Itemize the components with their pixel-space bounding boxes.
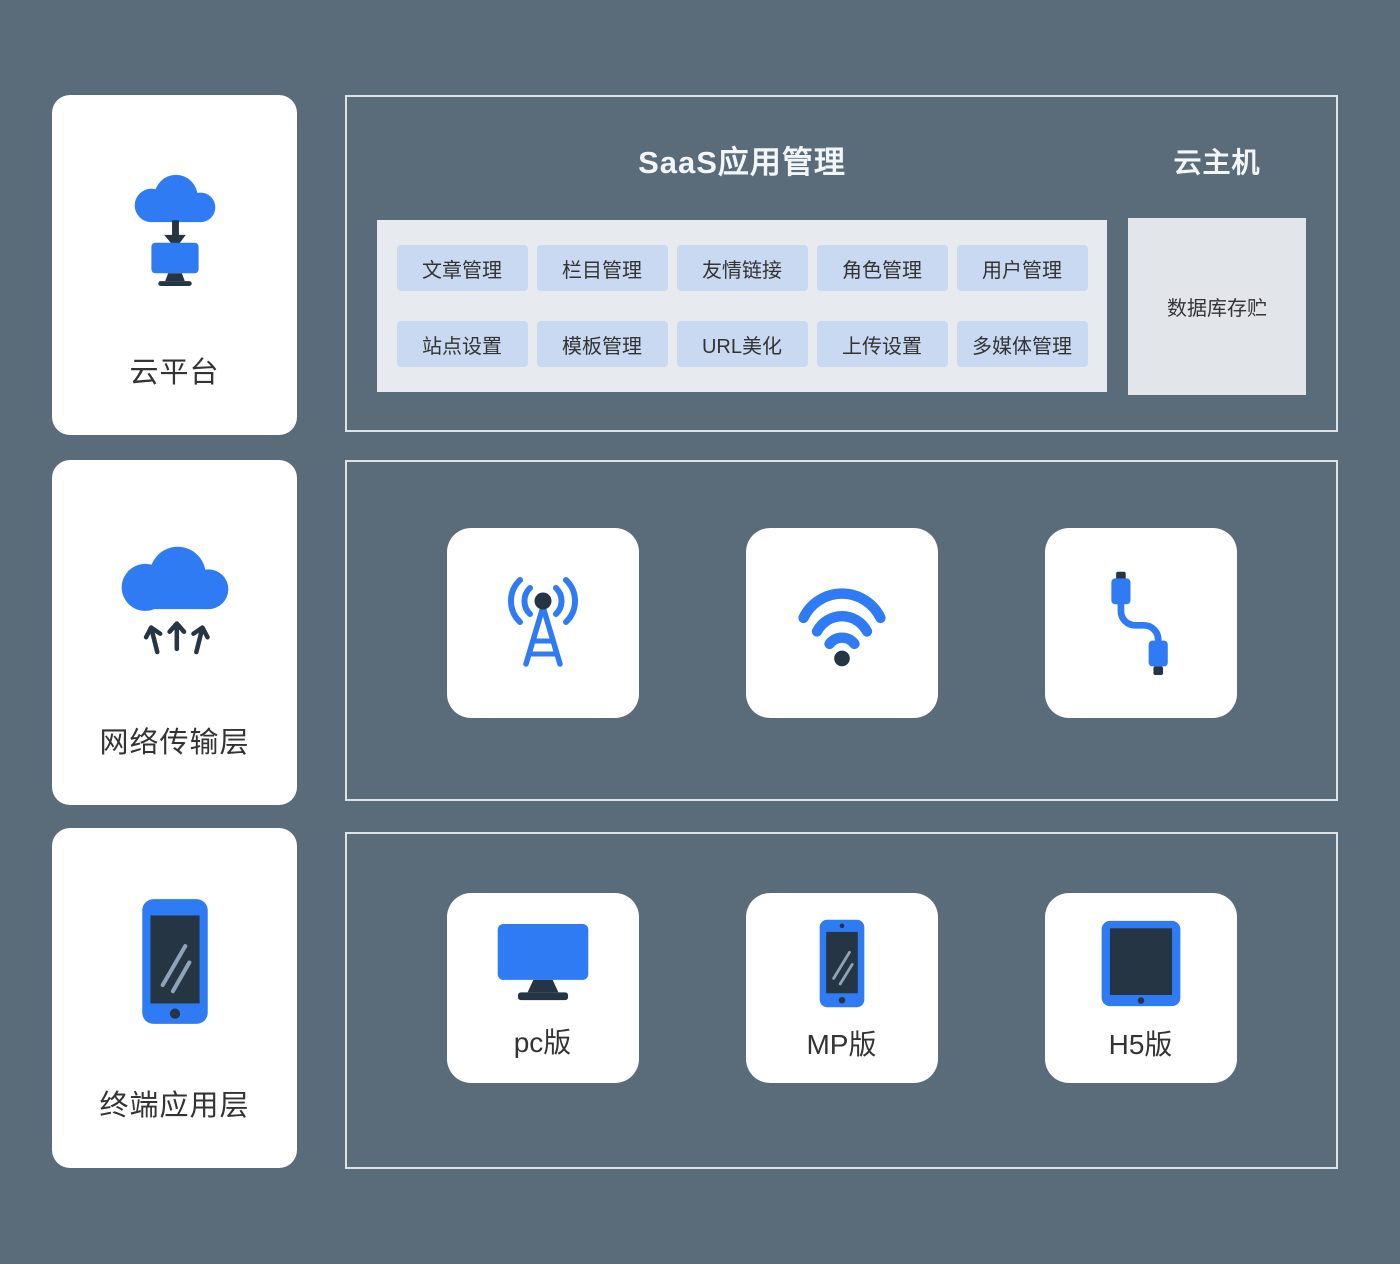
saas-section-title: SaaS应用管理 [638,145,846,180]
network-icon-row [347,528,1336,718]
saas-section-box: SaaS应用管理 云主机 文章管理 栏目管理 友情链接 角色管理 用户管理 站点… [345,95,1338,432]
terminal-section-box: pc版 MP版 [345,832,1338,1169]
mp-version-tile: MP版 [745,893,938,1083]
module-chip-roles: 角色管理 [816,245,948,291]
pc-version-label: pc版 [513,1027,572,1058]
wifi-tile [745,528,938,718]
mobile-phone-icon [814,917,870,1015]
h5-version-tile: H5版 [1044,893,1237,1083]
smartphone-icon [134,828,216,1082]
cloud-platform-label: 云平台 [129,357,220,389]
cloud-upload-arrows-icon [100,460,250,719]
module-chip-column: 栏目管理 [536,245,668,291]
mp-version-label: MP版 [806,1029,877,1060]
tablet-icon [1097,917,1185,1015]
module-chip-upload: 上传设置 [816,321,948,367]
cloud-host-title: 云主机 [1173,147,1261,178]
database-storage-box: 数据库存贮 [1128,218,1306,395]
module-chip-users: 用户管理 [956,245,1088,291]
module-chip-site-settings: 站点设置 [396,321,528,367]
cloud-platform-card: 云平台 [52,95,297,435]
network-layer-card: 网络传输层 [52,460,297,805]
pc-version-tile: pc版 [446,893,639,1083]
module-chip-links: 友情链接 [676,245,808,291]
signal-tower-icon [493,571,593,676]
module-chip-multimedia: 多媒体管理 [956,321,1088,367]
h5-version-label: H5版 [1108,1029,1173,1060]
network-section-box [345,460,1338,801]
terminal-layer-card: 终端应用层 [52,828,297,1168]
usb-cable-tile [1044,528,1237,718]
terminal-tile-row: pc版 MP版 [347,893,1336,1083]
module-chip-url: URL美化 [676,321,808,367]
network-layer-label: 网络传输层 [99,727,250,759]
usb-cable-icon [1093,566,1189,681]
desktop-monitor-icon [490,919,596,1013]
wifi-icon [790,569,894,678]
signal-tower-tile [446,528,639,718]
saas-module-panel: 文章管理 栏目管理 友情链接 角色管理 用户管理 站点设置 模板管理 URL美化… [377,220,1107,392]
module-chip-templates: 模板管理 [536,321,668,367]
terminal-layer-label: 终端应用层 [99,1090,250,1122]
module-chip-article: 文章管理 [396,245,528,291]
cloud-download-to-monitor-icon [116,95,234,349]
